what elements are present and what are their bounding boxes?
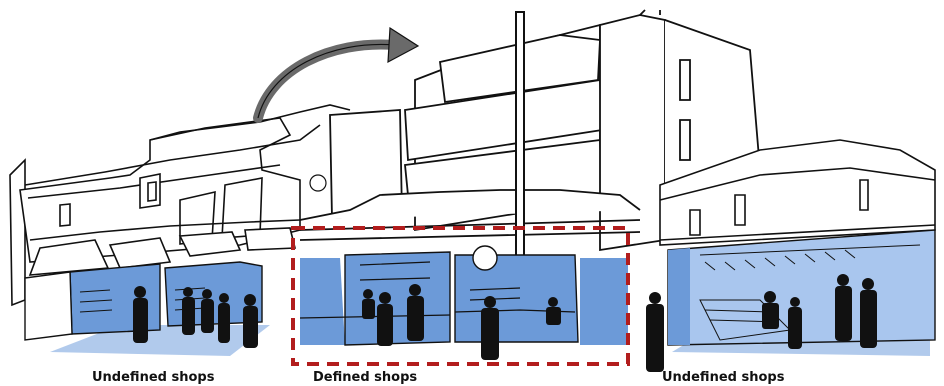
right-group-label: Undefined shops <box>662 370 784 386</box>
curved-arrow-icon <box>258 28 418 118</box>
utility-pole <box>516 12 524 280</box>
left-group-label: Undefined shops <box>92 370 214 386</box>
middle-group-label: Defined shops <box>313 370 417 386</box>
